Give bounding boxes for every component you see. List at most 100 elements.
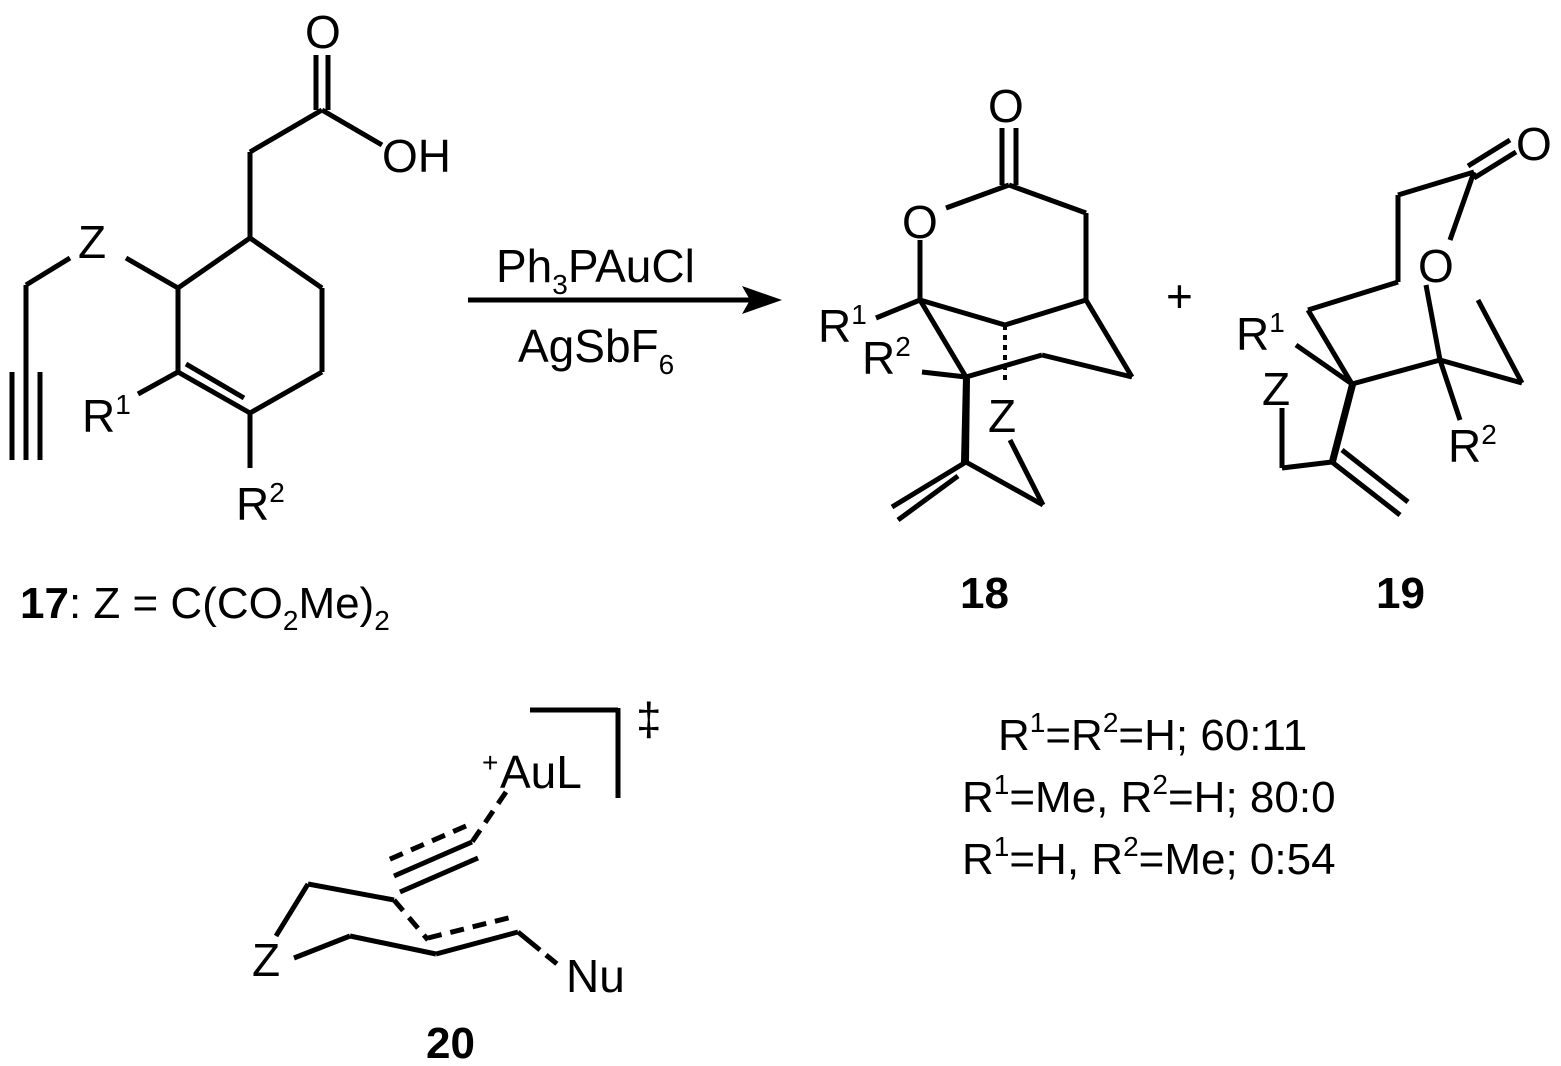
bond-dashed	[544, 953, 564, 970]
bond	[124, 255, 180, 291]
atom-nu: Nu	[566, 950, 625, 1002]
ratio-superscript: 2	[1152, 769, 1168, 800]
ts-double-dagger: ‡	[636, 693, 662, 745]
label-number: 17	[20, 579, 69, 628]
bond	[1281, 459, 1333, 471]
compound-19-structure: O O R1 Z R2 19	[1236, 118, 1552, 618]
bond	[136, 369, 180, 397]
atom-aul: AuL	[500, 746, 582, 798]
r2-text: R	[862, 332, 895, 384]
bond	[1083, 298, 1135, 379]
bond	[393, 839, 473, 879]
bond	[349, 933, 437, 957]
atom-o-carbonyl-19: O	[1516, 118, 1552, 170]
charge-plus: +	[482, 747, 498, 778]
label-text-mid: Me)	[298, 579, 374, 628]
bond	[184, 361, 246, 401]
bond	[890, 459, 968, 510]
bond	[1466, 137, 1512, 169]
bond-wedge	[1329, 384, 1356, 462]
ratio-superscript: 2	[1123, 831, 1139, 862]
compound-18-structure: O O R1 R2 Z 18	[818, 80, 1135, 618]
bond	[1041, 352, 1133, 380]
atom-z-19: Z	[1262, 363, 1290, 415]
atom-r1-19: R1	[1236, 307, 1285, 360]
bond-dashed	[427, 913, 517, 941]
ratio-superscript: 1	[994, 831, 1010, 862]
compound-19-label: 19	[1376, 569, 1425, 618]
atom-r1-17: R1	[82, 389, 131, 442]
atom-z-17: Z	[78, 216, 106, 268]
r1-text: R	[818, 300, 851, 352]
bond	[273, 882, 311, 938]
bond	[1307, 279, 1399, 313]
bond	[307, 881, 395, 903]
compound-20-structure: ‡ + AuL Z Nu 20	[252, 693, 662, 1066]
ratio-text: =H; 80:0	[1168, 773, 1336, 822]
bond	[435, 929, 519, 957]
bond	[1340, 448, 1410, 504]
bond-dashed	[469, 790, 509, 844]
r2-superscript: 2	[895, 331, 911, 362]
r1-superscript: 1	[851, 299, 867, 330]
atom-o-carbonyl-17: O	[305, 6, 341, 58]
ratio-text: =Me, R	[1009, 773, 1152, 822]
bond-dashed	[387, 823, 467, 863]
reagent-subscript: 6	[659, 349, 675, 380]
bond	[1294, 342, 1354, 387]
bond	[896, 473, 960, 523]
product-ratios: R1=R2=H; 60:11 R1=Me, R2=H; 80:0 R1=H, R…	[962, 707, 1336, 884]
ratio-text: R	[998, 711, 1030, 760]
plus-sign: +	[1166, 270, 1193, 322]
bond	[1439, 357, 1523, 386]
label-subscript: 2	[374, 605, 390, 636]
bond	[248, 107, 324, 155]
bond	[1447, 171, 1477, 241]
bond	[964, 459, 1045, 508]
r1-superscript: 1	[1269, 307, 1285, 338]
reagent-text: AgSbF	[518, 320, 659, 372]
ratio-text: R	[962, 835, 994, 884]
r2-superscript: 2	[1481, 419, 1497, 450]
bond	[919, 297, 1006, 328]
ratio-text: =H; 60:11	[1118, 711, 1307, 760]
bond	[248, 235, 324, 291]
compound-18-label: 18	[960, 569, 1009, 618]
r2-text: R	[1448, 420, 1481, 472]
bond	[248, 369, 324, 416]
bond	[516, 930, 542, 952]
bond	[1008, 182, 1087, 216]
reagent-subscript: 3	[552, 269, 568, 300]
bond	[24, 255, 72, 288]
atom-oh-17: OH	[382, 130, 451, 182]
compound-17-label: 17: Z = C(CO2Me)2	[20, 579, 390, 636]
ratio-text: =Me; 0:54	[1139, 835, 1336, 884]
ratio-text: =H, R	[1009, 835, 1123, 884]
atom-r2-18: R2	[862, 331, 911, 384]
reagent-ph3paucl: Ph3PAuCl	[496, 240, 695, 300]
arrow-head	[742, 286, 782, 314]
bond	[1305, 308, 1355, 386]
ratio-text: =R	[1045, 711, 1102, 760]
reaction-arrow: Ph3PAuCl AgSbF6	[468, 240, 782, 380]
bond	[1423, 284, 1443, 361]
compound-17-structure: O OH Z R1 R2 17: Z = C(CO2Me)2	[9, 6, 451, 636]
bond	[1330, 460, 1402, 517]
bond	[1472, 149, 1518, 181]
atom-o-ring-18: O	[902, 196, 938, 248]
ratio-superscript: 1	[994, 769, 1010, 800]
atom-r2-17: R2	[236, 477, 285, 530]
bond	[293, 933, 351, 961]
atom-o-carbonyl-18: O	[988, 80, 1024, 132]
r2-superscript: 2	[269, 477, 285, 508]
bond	[176, 369, 252, 416]
ratio-line-3: R1=H, R2=Me; 0:54	[962, 831, 1336, 884]
bond	[945, 182, 1010, 211]
ratio-superscript: 1	[1030, 707, 1046, 738]
ratio-line-1: R1=R2=H; 60:11	[998, 707, 1307, 760]
r1-text: R	[1236, 308, 1269, 360]
reagent-text: Ph	[496, 240, 552, 292]
bond	[1004, 297, 1087, 328]
label-text: : Z = C(CO	[69, 579, 283, 628]
atom-z-20: Z	[252, 934, 280, 986]
